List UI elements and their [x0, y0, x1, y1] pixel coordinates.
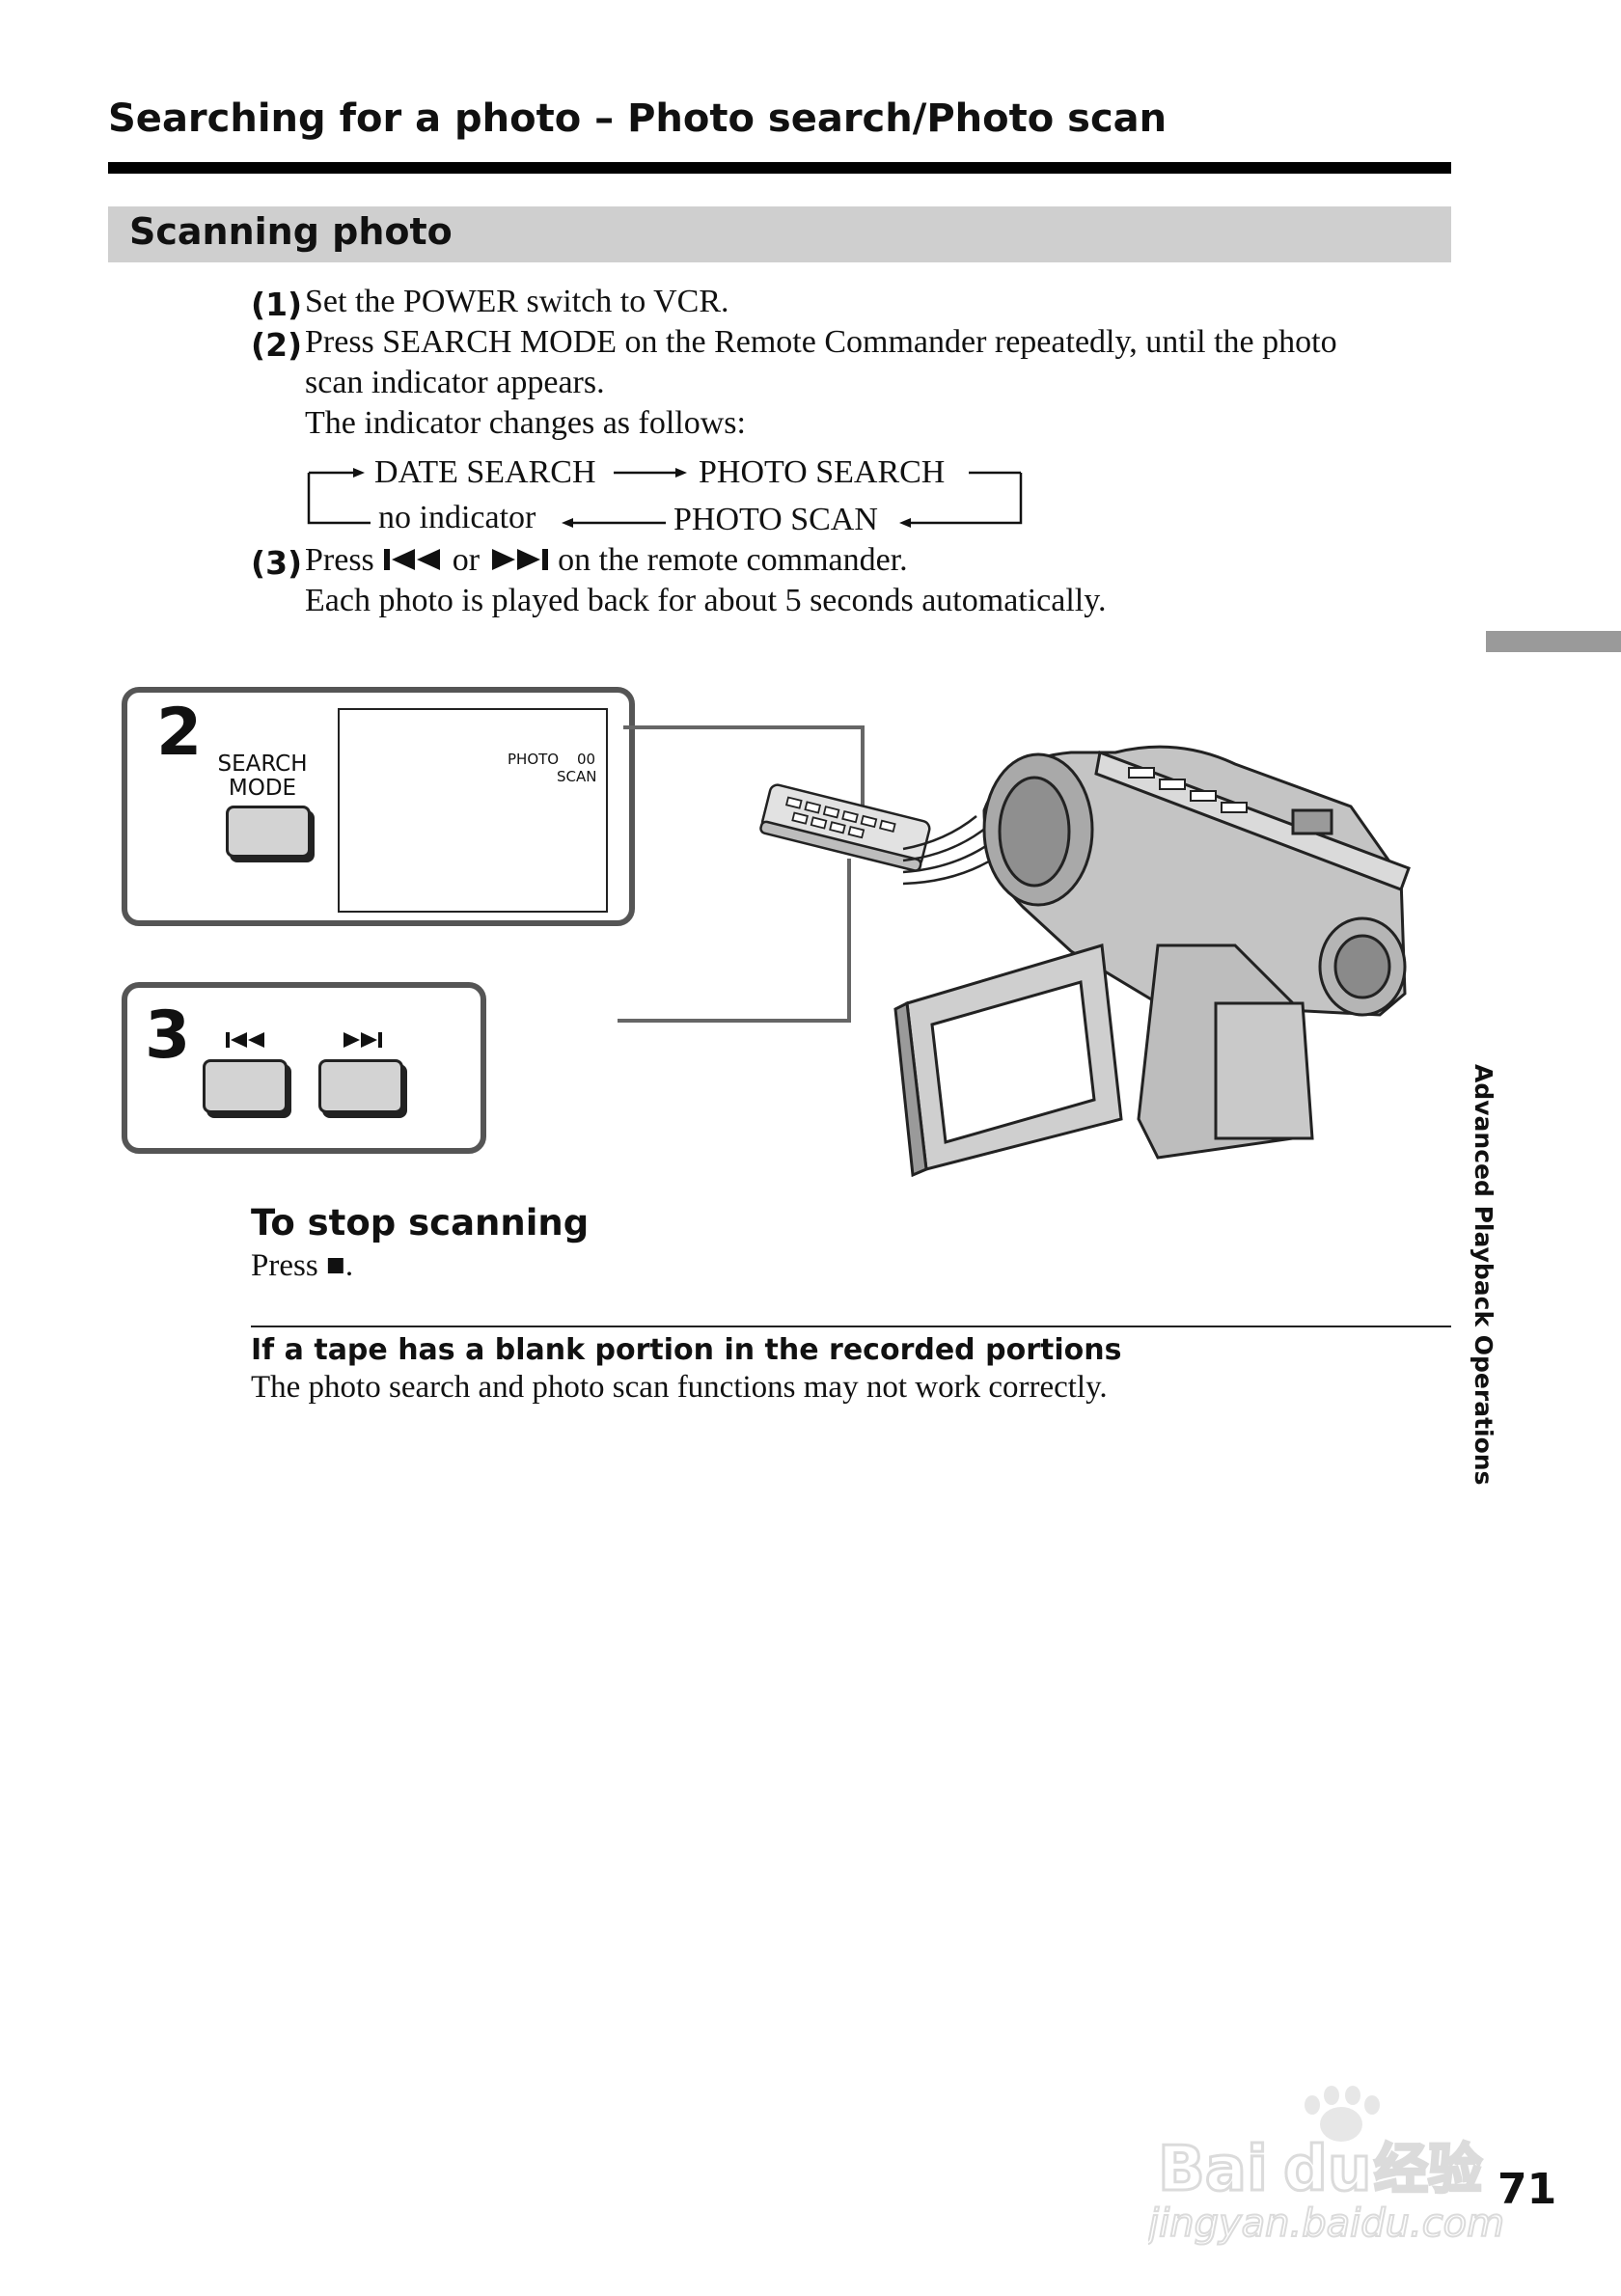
watermark-brand: Bai [1158, 2134, 1268, 2205]
step-number-2: (2) [251, 326, 303, 364]
search-mode-label-line-1: SEARCH [217, 752, 308, 777]
section-title: Scanning photo [129, 210, 453, 253]
previous-track-icon [226, 1032, 264, 1048]
watermark-brand-2: du [1283, 2134, 1371, 2205]
screen-counter: 00 [577, 751, 596, 768]
step-3-text: on the remote commander. [558, 542, 908, 578]
viewfinder-screen [338, 708, 608, 913]
paw-icon [1305, 2086, 1380, 2142]
step-3-panel [122, 982, 486, 1154]
title-rule [108, 162, 1451, 174]
note-text: The photo search and photo scan function… [251, 1370, 1108, 1405]
previous-button[interactable] [203, 1059, 288, 1113]
side-tab-bar [1486, 631, 1621, 652]
step-2-line-3: The indicator changes as follows: [305, 405, 746, 441]
screen-photo-label: PHOTO [508, 751, 560, 768]
cycle-photo-scan: PHOTO SCAN [673, 502, 878, 531]
step-2-panel [122, 687, 635, 926]
section-band [108, 206, 1451, 262]
screen-scan-label: SCAN [557, 768, 597, 785]
connector-line-2 [623, 725, 865, 818]
panel-3-step-number: 3 [145, 998, 191, 1074]
previous-track-icon [384, 549, 441, 570]
watermark-url: jingyan.baidu.com [1148, 2201, 1504, 2246]
cycle-no-indicator: no indicator [378, 500, 536, 531]
step-number-3: (3) [251, 544, 303, 582]
step-3-line-1: Press or on the remote commander. [305, 540, 908, 581]
search-mode-label: SEARCH MODE [208, 752, 316, 801]
camcorder-illustration [618, 725, 1411, 1177]
panel-2-step-number: 2 [156, 695, 203, 771]
connector-line-3 [618, 859, 851, 1023]
next-button[interactable] [318, 1059, 403, 1113]
next-track-icon [343, 1032, 382, 1048]
remote-commander [759, 783, 931, 872]
baidu-watermark: Bai du 经验 jingyan.baidu.com [1148, 2086, 1505, 2247]
note-heading: If a tape has a blank portion in the rec… [251, 1333, 1122, 1367]
step-3-line-2: Each photo is played back for about 5 se… [305, 583, 1107, 618]
indicator-cycle-diagram: DATE SEARCH PHOTO SEARCH no indicator PH… [307, 454, 1023, 531]
search-mode-label-line-2: MODE [228, 776, 297, 801]
watermark-cn: 经验 [1374, 2139, 1482, 2201]
step-1-line-1: Set the POWER switch to VCR. [305, 284, 729, 319]
lcd-panel [893, 943, 1123, 1177]
page-title: Searching for a photo – Photo search/Pho… [108, 96, 1168, 141]
step-2-line-1: Press SEARCH MODE on the Remote Commande… [305, 324, 1337, 360]
stop-scanning-text: Press ■. [251, 1248, 354, 1283]
cycle-date-search: DATE SEARCH [374, 454, 596, 490]
side-tab-label: Advanced Playback Operations [1470, 1064, 1497, 1486]
page-number: 71 [1497, 2165, 1557, 2214]
stop-scanning-heading: To stop scanning [251, 1202, 590, 1244]
step-3-press-word: Press [305, 542, 374, 578]
cycle-photo-search: PHOTO SEARCH [699, 454, 945, 490]
step-2-line-2: scan indicator appears. [305, 365, 605, 400]
search-mode-button[interactable] [226, 806, 311, 858]
note-rule [251, 1326, 1451, 1327]
step-number-1: (1) [251, 286, 303, 323]
next-track-icon [491, 549, 548, 570]
step-3-or-word: or [452, 542, 481, 578]
